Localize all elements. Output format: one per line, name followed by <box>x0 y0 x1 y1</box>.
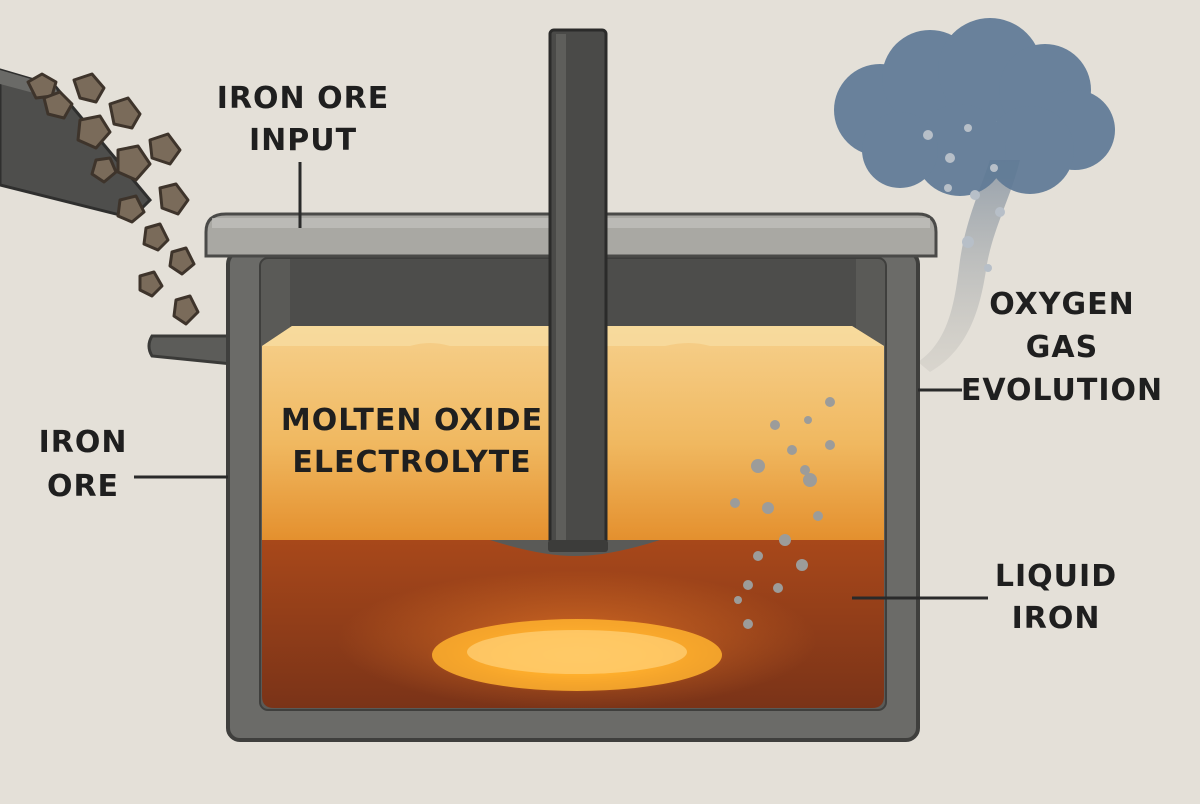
cloud-icon <box>834 18 1115 196</box>
rock-icon <box>138 270 164 298</box>
outlet-spout <box>147 334 234 366</box>
rock-icon <box>90 156 118 184</box>
oxygen-gas-plume <box>834 18 1115 372</box>
label-oxygen-gas-evolution-line-3: EVOLUTION <box>961 373 1163 408</box>
bubble-icon <box>779 534 791 546</box>
rock-icon <box>142 222 170 252</box>
rock-icon <box>116 144 152 182</box>
bubble-icon <box>825 397 835 407</box>
chute-icon <box>0 68 153 220</box>
bubble-icon <box>753 551 763 561</box>
label-molten-oxide-electrolyte-line-2: ELECTROLYTE <box>292 445 531 480</box>
rock-icon <box>108 96 142 130</box>
rock-icon <box>72 72 106 104</box>
bubble-icon <box>770 420 780 430</box>
oxygen-bubbles <box>730 397 835 629</box>
bubble-icon <box>743 580 753 590</box>
bubble-icon <box>751 459 765 473</box>
rock-icon <box>26 72 58 100</box>
bubble-icon <box>734 596 742 604</box>
bubble-icon <box>730 498 740 508</box>
label-iron-ore-input-line-2: INPUT <box>249 123 357 158</box>
bubble-icon <box>923 124 1005 272</box>
bubble-icon <box>813 511 823 521</box>
bubble-icon <box>804 416 812 424</box>
bubble-icon <box>743 619 753 629</box>
ore-particles <box>26 72 200 326</box>
bubble-icon <box>803 473 817 487</box>
label-liquid-iron-line-1: LIQUID <box>995 559 1117 594</box>
label-oxygen-gas-evolution-line-1: OXYGEN <box>989 287 1135 322</box>
label-iron-ore-line-1: IRON <box>39 425 128 460</box>
rock-icon <box>158 182 190 216</box>
rock-icon <box>76 114 112 150</box>
label-liquid-iron-line-2: IRON <box>1012 601 1101 636</box>
electrode <box>548 28 608 552</box>
bubble-icon <box>800 465 810 475</box>
leader-lines <box>134 162 988 600</box>
label-oxygen-gas-evolution-line-2: GAS <box>1026 330 1098 365</box>
bubble-icon <box>787 445 797 455</box>
rock-icon <box>42 90 74 120</box>
label-molten-oxide-electrolyte-line-1: MOLTEN OXIDE <box>281 403 543 438</box>
bubble-icon <box>825 440 835 450</box>
rock-icon <box>168 246 196 276</box>
label-iron-ore-line-2: ORE <box>47 469 119 504</box>
label-iron-ore-input-line-1: IRON ORE <box>217 81 389 116</box>
rock-icon <box>172 294 200 326</box>
rock-icon <box>148 132 182 166</box>
bubble-icon <box>762 502 774 514</box>
rock-icon <box>116 194 146 224</box>
bubble-icon <box>796 559 808 571</box>
bubble-icon <box>773 583 783 593</box>
ore-chute <box>0 68 153 220</box>
